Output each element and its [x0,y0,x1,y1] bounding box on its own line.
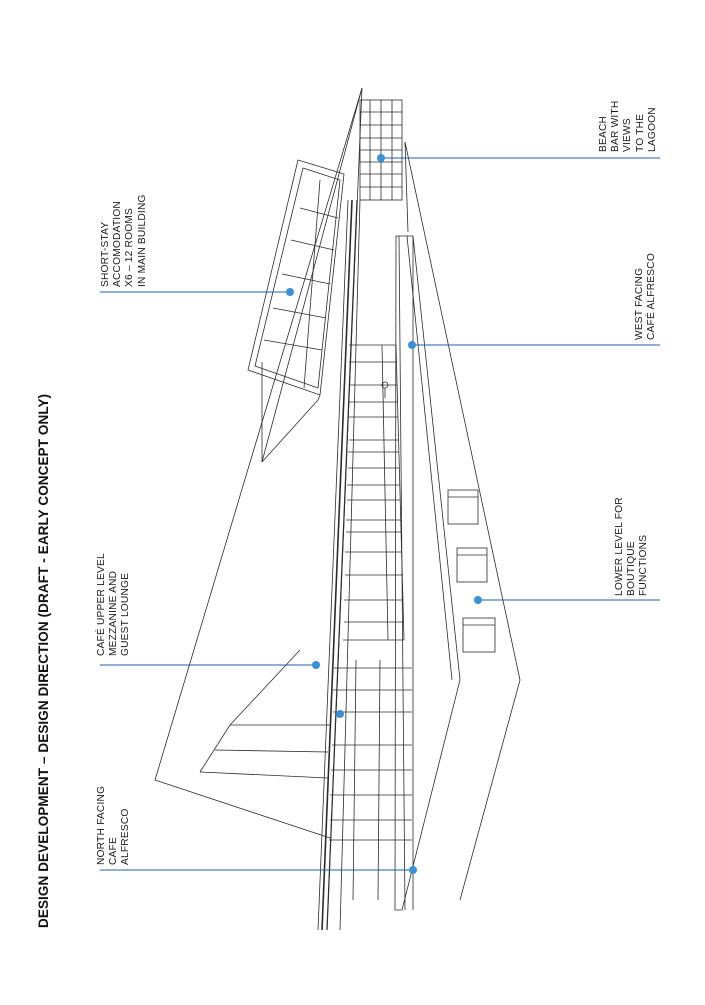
marker-upper-level [312,661,320,669]
label-beach-bar: BEACH BAR WITH VIEWS TO THE LAGOON [598,100,658,152]
drawing-title: DESIGN DEVELOPMENT – DESIGN DIRECTION (D… [36,393,51,928]
callout-leaders [100,157,660,871]
callout-markers [286,154,482,874]
marker-west-cafe [408,341,416,349]
marker-lower-level [474,596,482,604]
marker-short-stay [286,288,294,296]
marker-north-cafe [409,866,417,874]
marker-beach-bar [377,154,385,162]
marker-deck [336,710,344,718]
label-short-stay-accommodation: SHORT-STAY ACCOMODATION X6 – 12 ROOMS IN… [100,194,148,287]
label-west-facing-cafe: WEST FACING CAFÉ ALFRESCO [634,253,658,340]
label-lower-level-functions: LOWER LEVEL FOR BOUTIQUE FUNCTIONS [614,497,650,596]
building-linework [154,87,521,931]
label-north-facing-cafe: NORTH FACING CAFE ALFRESCO [96,785,132,865]
label-cafe-upper-level: CAFÉ UPPER LEVEL MEZZANINE AND GUEST LOU… [96,553,132,656]
